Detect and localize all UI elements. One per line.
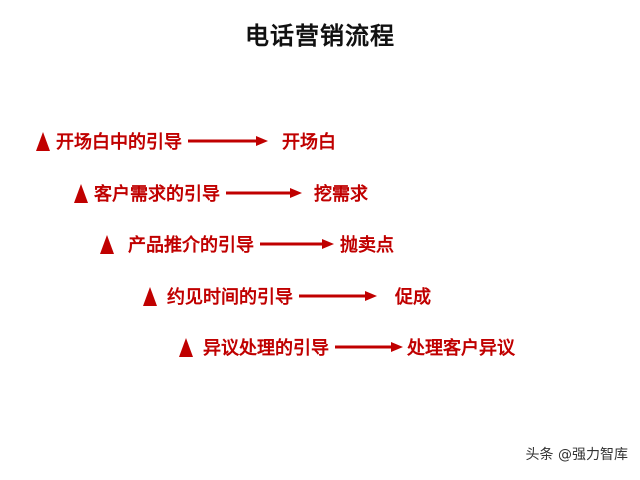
arrow-right-icon [299,291,377,301]
process-step: 产品推介的引导 抛卖点 [100,230,394,258]
process-step: 客户需求的引导 挖需求 [74,179,368,207]
step-label: 产品推介的引导 [128,235,254,256]
arrow-right-icon [188,136,268,146]
page-title: 电话营销流程 [245,22,395,50]
arrow-right-icon [260,239,334,249]
step-label: 客户需求的引导 [94,184,220,205]
arrow-right-icon [335,342,403,352]
watermark: 头条 @强力智库 [525,447,628,463]
step-label: 约见时间的引导 [167,287,293,308]
arrow-right-icon [226,188,302,198]
step-result: 开场白 [282,132,336,153]
triangle-icon [100,234,114,254]
triangle-icon [179,337,193,357]
step-result: 挖需求 [314,184,368,205]
step-result: 处理客户异议 [407,338,515,359]
step-label: 异议处理的引导 [203,338,329,359]
process-step: 异议处理的引导 处理客户异议 [179,333,515,361]
triangle-icon [143,286,157,306]
step-result: 促成 [395,287,431,308]
process-step: 约见时间的引导 促成 [143,282,431,310]
step-result: 抛卖点 [340,235,394,256]
triangle-icon [36,131,50,151]
process-step: 开场白中的引导 开场白 [36,127,336,155]
triangle-icon [74,183,88,203]
step-label: 开场白中的引导 [56,132,182,153]
